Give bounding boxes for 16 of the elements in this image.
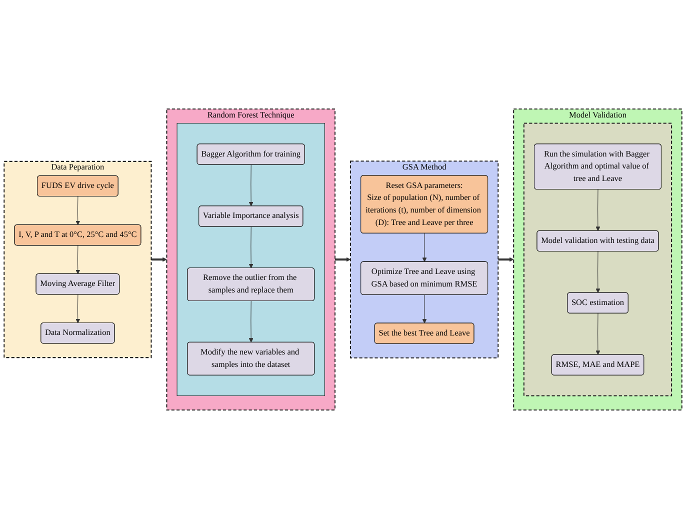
arrow (151, 257, 167, 262)
arrow (76, 245, 80, 274)
arrow (498, 257, 514, 262)
arrow (596, 251, 600, 293)
arrow (596, 313, 600, 355)
arrow (596, 189, 600, 232)
arrow (248, 226, 254, 268)
cluster (523, 122, 672, 396)
arrow (422, 233, 427, 262)
arrow (76, 294, 80, 324)
arrow (335, 257, 351, 262)
cluster (176, 122, 325, 396)
arrow (248, 300, 254, 343)
arrow (76, 196, 80, 226)
arrow (248, 164, 254, 206)
arrow (422, 294, 427, 324)
